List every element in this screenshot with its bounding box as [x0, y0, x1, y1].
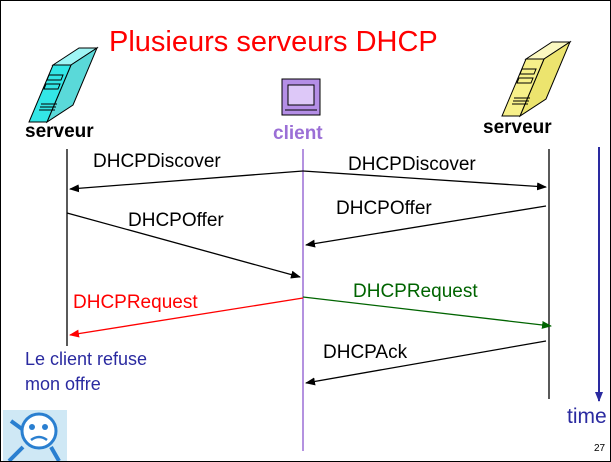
client-computer-icon — [281, 78, 321, 116]
arrow-request-left — [69, 297, 304, 338]
offer-right-label: DHCPOffer — [336, 198, 432, 219]
time-label: time — [567, 405, 607, 428]
arrow-request-right — [302, 296, 552, 329]
server-right-icon — [501, 40, 572, 118]
server-left-label: serveur — [25, 121, 94, 142]
discover-right-label: DHCPDiscover — [348, 154, 476, 175]
client-label: client — [273, 123, 323, 144]
page-number: 27 — [594, 443, 606, 454]
arrow-discover-right — [302, 170, 547, 191]
arrow-ack — [305, 340, 547, 386]
arrow-discover-left — [69, 170, 304, 193]
server-left-icon — [28, 46, 99, 124]
ack-label: DHCPAck — [323, 342, 408, 363]
slide-title: Plusieurs serveurs DHCP — [109, 26, 438, 58]
offer-left-label: DHCPOffer — [128, 210, 224, 231]
discover-left-label: DHCPDiscover — [93, 151, 221, 172]
arrow-offer-right — [305, 205, 547, 248]
refusal-note-line2: mon offre — [25, 374, 101, 394]
server-right-label: serveur — [483, 117, 552, 138]
arrow-offer-left — [66, 212, 301, 279]
request-right-label: DHCPRequest — [353, 281, 478, 302]
request-left-label: DHCPRequest — [73, 292, 198, 313]
sad-face-mascot-icon — [3, 410, 67, 461]
refusal-note-line1: Le client refuse — [25, 349, 148, 369]
